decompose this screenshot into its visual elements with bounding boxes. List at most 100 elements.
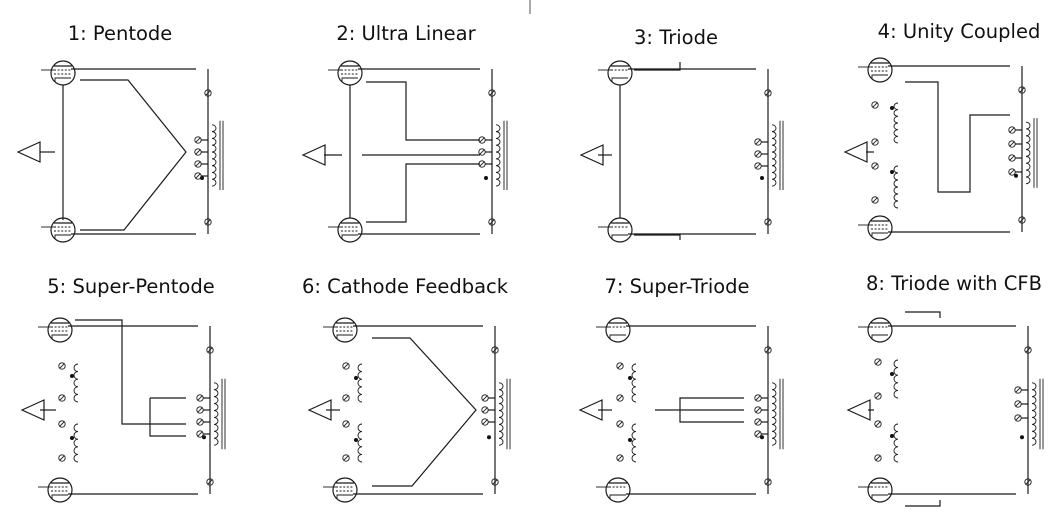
terminal-icon	[871, 162, 879, 170]
transformer-coil	[213, 382, 219, 446]
panel-title-6: 6: Cathode Feedback	[302, 275, 509, 298]
transformer-coil	[771, 124, 777, 187]
transformer-coil	[893, 423, 899, 463]
terminal-icon	[488, 89, 496, 97]
terminal-slash	[195, 173, 201, 179]
w	[679, 397, 744, 410]
terminal-slash	[59, 363, 65, 369]
terminal-icon	[342, 420, 350, 428]
vacuum-tube-icon	[323, 317, 358, 343]
tube-cathode	[871, 74, 888, 79]
terminal-icon	[206, 346, 214, 354]
terminal-slash	[617, 421, 623, 427]
panel-title-3: 3: Triode	[634, 26, 718, 49]
terminal-slash	[1025, 347, 1031, 353]
terminal-slash	[765, 90, 771, 96]
terminal-slash	[479, 137, 485, 143]
terminal-icon	[616, 454, 624, 462]
terminal-slash	[1019, 217, 1025, 223]
input-driver-icon	[301, 144, 326, 166]
ul-triangle	[80, 79, 187, 231]
terminal-slash	[343, 421, 349, 427]
w	[149, 398, 186, 437]
terminal-slash	[492, 347, 498, 353]
tube-envelope	[332, 317, 358, 343]
tube-cathode	[871, 494, 888, 499]
terminal-slash	[59, 421, 65, 427]
triode-schematic	[579, 60, 784, 243]
transformer-coil	[211, 124, 217, 187]
terminal-icon	[874, 454, 882, 462]
vacuum-tube-icon	[323, 477, 358, 503]
tube-envelope	[47, 477, 73, 503]
terminal-slash	[755, 407, 761, 413]
terminal-slash	[482, 419, 488, 425]
phase-dot	[354, 376, 358, 380]
terminal-slash	[755, 395, 761, 401]
terminal-icon	[58, 394, 66, 402]
terminal-icon	[871, 138, 879, 146]
terminal-slash	[872, 102, 878, 108]
w	[634, 234, 681, 240]
terminal-slash	[1009, 127, 1015, 133]
terminal-slash	[1025, 479, 1031, 485]
tube-envelope	[867, 57, 893, 83]
panel-title-2: 2: Ultra Linear	[336, 22, 476, 45]
tube-cathode	[341, 234, 358, 239]
terminal-slash	[765, 219, 771, 225]
panel-title-7: 7: Super-Triode	[604, 275, 749, 298]
tube-envelope	[867, 317, 893, 343]
terminal-icon	[764, 346, 772, 354]
panel-title-1: 1: Pentode	[68, 22, 173, 45]
phase-dot	[70, 436, 74, 440]
phase-dot	[1020, 435, 1024, 440]
w	[679, 410, 744, 423]
terminal-slash	[617, 455, 623, 461]
transformer-coil	[893, 102, 899, 144]
tube-cathode	[341, 77, 358, 82]
tube-cathode	[609, 334, 626, 339]
cathode-link	[905, 81, 1010, 193]
terminal-icon	[764, 89, 772, 97]
terminal-slash	[343, 455, 349, 461]
pentode-schematic	[16, 60, 224, 243]
transformer-coil	[357, 363, 363, 403]
terminal-icon	[1024, 478, 1032, 486]
terminal-slash	[479, 149, 485, 155]
transformer-coil	[771, 382, 777, 446]
panel-title-5: 5: Super-Pentode	[47, 275, 214, 298]
terminal-icon	[871, 196, 879, 204]
ul-tap-bot	[366, 163, 480, 223]
phase-dot	[1014, 173, 1018, 178]
terminal-slash	[482, 407, 488, 413]
tube-cathode	[336, 494, 353, 499]
ul-tap-top	[366, 81, 480, 141]
tube-cathode	[51, 494, 68, 499]
phase-dot	[760, 176, 764, 181]
tube-cathode	[611, 234, 628, 239]
w	[905, 311, 941, 318]
terminal-slash	[343, 363, 349, 369]
phase-dot	[70, 374, 74, 378]
w	[905, 500, 941, 507]
vacuum-tube-icon	[328, 60, 363, 86]
screen-link	[75, 319, 186, 425]
terminal-icon	[342, 362, 350, 370]
terminal-slash	[872, 139, 878, 145]
phase-dot	[890, 372, 894, 376]
ultra-linear-schematic	[301, 60, 508, 243]
panel-title-8: 8: Triode with CFB	[866, 272, 1042, 295]
terminal-icon	[874, 420, 882, 428]
unity-coupled-schematic	[843, 57, 1038, 241]
terminal-icon	[206, 478, 214, 486]
vacuum-tube-icon	[858, 215, 893, 241]
terminal-slash	[617, 363, 623, 369]
transformer-coil	[631, 423, 637, 463]
terminal-slash	[197, 419, 203, 425]
vacuum-tube-icon	[596, 477, 631, 503]
terminal-icon	[871, 101, 879, 109]
transformer-coil	[1031, 382, 1037, 446]
phase-dot	[202, 435, 206, 440]
terminal-slash	[755, 431, 761, 437]
transformer-coil	[631, 363, 637, 403]
